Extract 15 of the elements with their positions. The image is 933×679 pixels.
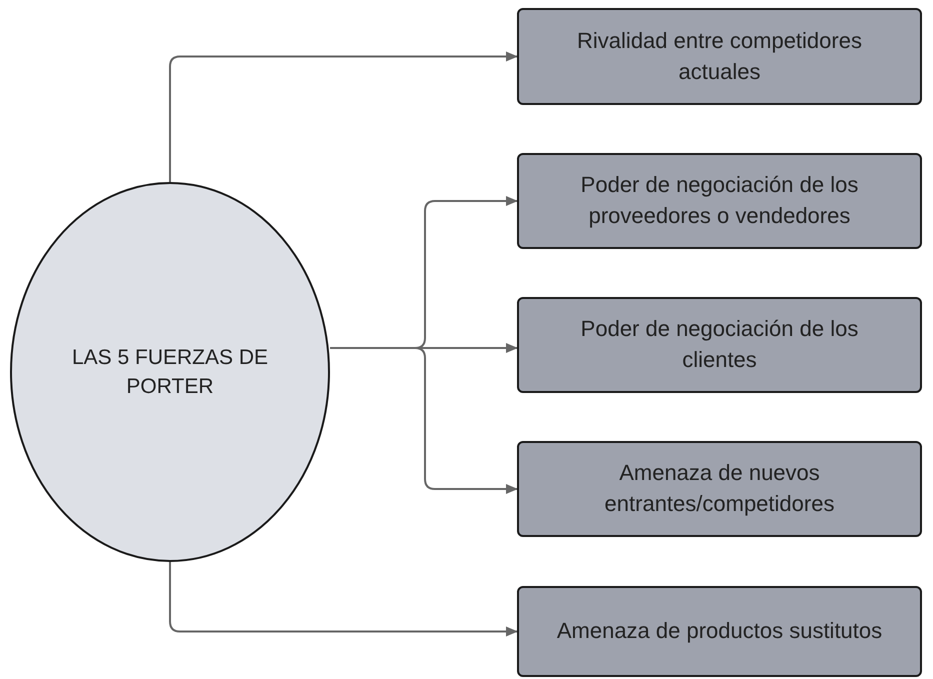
node-text: LAS 5 FUERZAS DE PORTER <box>70 344 270 400</box>
force-box <box>517 297 922 393</box>
force-box <box>517 8 922 105</box>
node-text: Poder de negociación de los proveedores o vendedores <box>580 171 860 230</box>
arrow <box>169 52 518 182</box>
arrow <box>169 562 518 636</box>
topic-circle <box>10 182 330 562</box>
node-text: Rivalidad entre competidores actuales <box>576 26 863 86</box>
node-text: Poder de negociación de los clientes <box>580 315 860 374</box>
node-text: Amenaza de productos sustitutos <box>556 617 882 646</box>
arrow <box>330 347 518 494</box>
force-box <box>517 441 922 537</box>
node-text: Amenaza de nuevos entrantes/competidores <box>604 459 836 518</box>
force-box <box>517 586 922 677</box>
force-box <box>517 153 922 249</box>
